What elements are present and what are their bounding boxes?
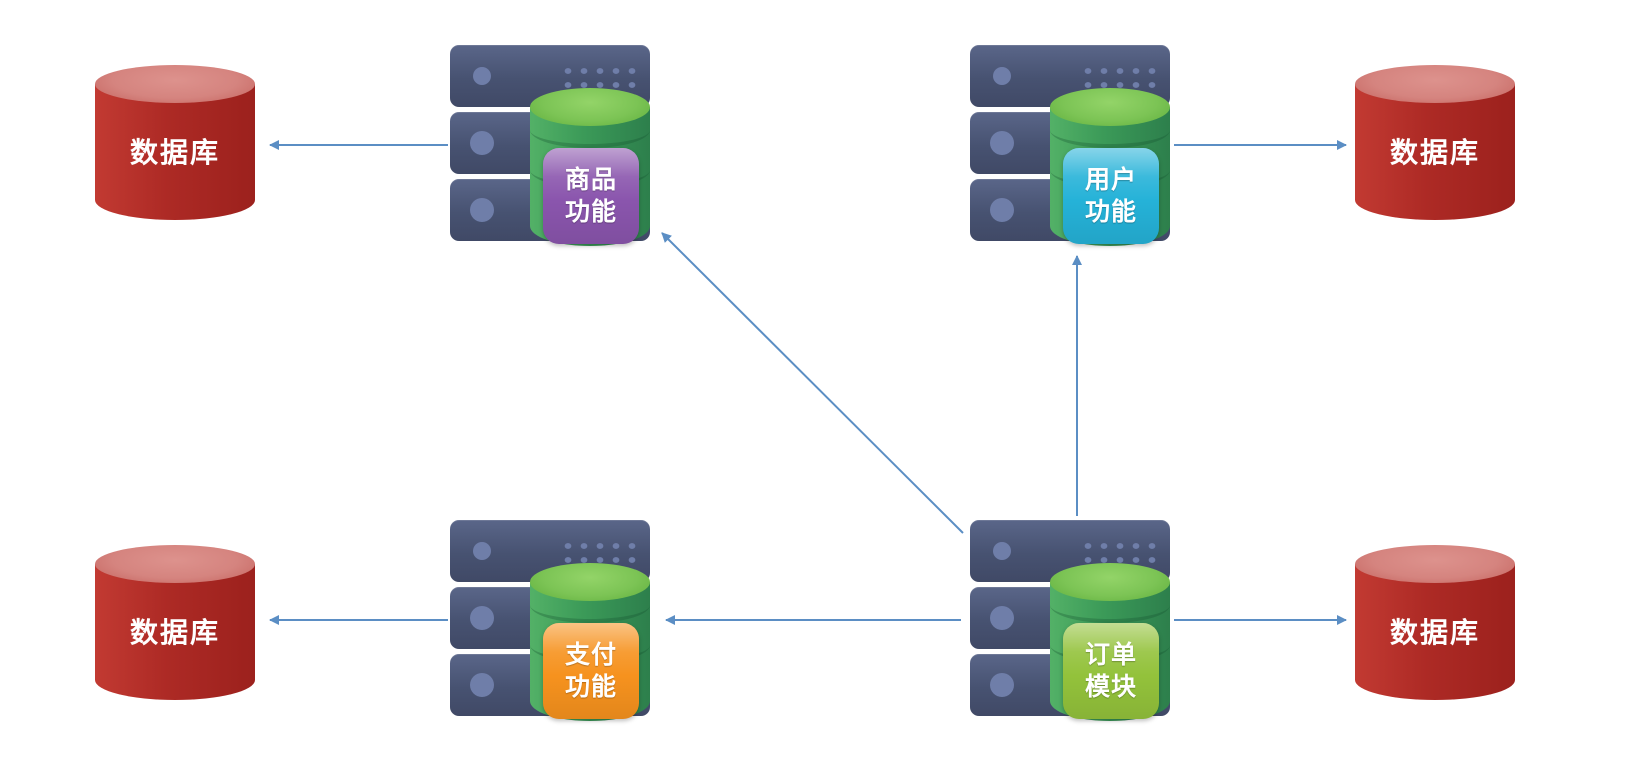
power-button-icon bbox=[473, 67, 491, 85]
database-label: 数据库 bbox=[129, 617, 220, 648]
cylinder-top bbox=[530, 88, 650, 126]
power-button-icon bbox=[473, 542, 491, 560]
service-badge-user: 用户 功能 bbox=[1063, 148, 1159, 244]
service-badge-order: 订单 模块 bbox=[1063, 623, 1159, 719]
power-button-icon bbox=[990, 198, 1014, 222]
vent-dots-icon bbox=[556, 61, 636, 89]
service-node-payment: 支付 功能 bbox=[450, 520, 670, 725]
database-label: 数据库 bbox=[129, 137, 220, 168]
cylinder-band bbox=[530, 112, 650, 148]
arrow-order-to-product bbox=[661, 232, 964, 534]
database-cylinder-top bbox=[95, 545, 255, 583]
vent-dots-icon bbox=[1076, 61, 1156, 89]
power-button-icon bbox=[470, 131, 494, 155]
database-node-bottom-left: 数据库 bbox=[95, 545, 255, 700]
database-cylinder-body bbox=[1355, 564, 1515, 700]
database-cylinder-top bbox=[1355, 545, 1515, 583]
service-node-order: 订单 模块 bbox=[970, 520, 1190, 725]
service-badge-label: 订单 模块 bbox=[1084, 640, 1137, 702]
database-cylinder-body bbox=[95, 84, 255, 220]
database-node-top-right: 数据库 bbox=[1355, 65, 1515, 220]
service-node-product: 商品 功能 bbox=[450, 45, 670, 250]
power-button-icon bbox=[990, 673, 1014, 697]
server-unit bbox=[970, 520, 1170, 582]
cylinder-band bbox=[530, 587, 650, 623]
vent-dots-icon bbox=[556, 536, 636, 564]
vent-dots-icon bbox=[1076, 536, 1156, 564]
cylinder-band bbox=[1050, 587, 1170, 623]
service-badge-payment: 支付 功能 bbox=[543, 623, 639, 719]
database-cylinder-top bbox=[95, 65, 255, 103]
database-node-bottom-right: 数据库 bbox=[1355, 545, 1515, 700]
database-label: 数据库 bbox=[1389, 617, 1480, 648]
service-badge-label: 商品 功能 bbox=[564, 165, 617, 227]
power-button-icon bbox=[470, 606, 494, 630]
service-badge-label: 用户 功能 bbox=[1084, 165, 1137, 227]
service-node-user: 用户 功能 bbox=[970, 45, 1190, 250]
power-button-icon bbox=[993, 67, 1011, 85]
database-cylinder-body bbox=[1355, 84, 1515, 220]
service-badge-label: 支付 功能 bbox=[564, 640, 617, 702]
database-node-top-left: 数据库 bbox=[95, 65, 255, 220]
service-badge-product: 商品 功能 bbox=[543, 148, 639, 244]
power-button-icon bbox=[470, 198, 494, 222]
database-cylinder-top bbox=[1355, 65, 1515, 103]
power-button-icon bbox=[993, 542, 1011, 560]
cylinder-top bbox=[1050, 88, 1170, 126]
database-cylinder-body bbox=[95, 564, 255, 700]
power-button-icon bbox=[990, 131, 1014, 155]
cylinder-top bbox=[1050, 563, 1170, 601]
cylinder-band bbox=[1050, 112, 1170, 148]
power-button-icon bbox=[990, 606, 1014, 630]
cylinder-top bbox=[530, 563, 650, 601]
database-label: 数据库 bbox=[1389, 137, 1480, 168]
power-button-icon bbox=[470, 673, 494, 697]
